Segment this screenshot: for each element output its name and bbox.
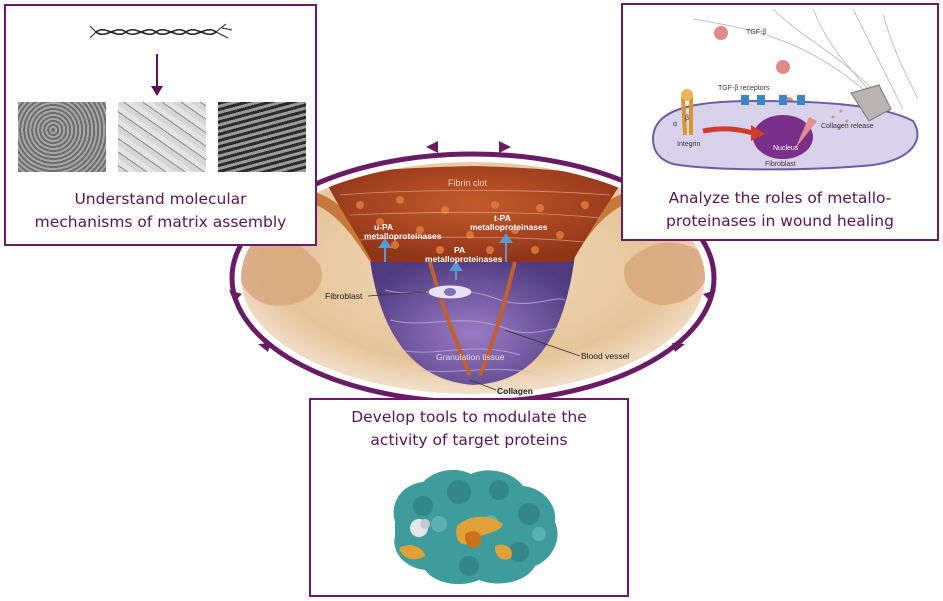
label-pa: PA	[454, 245, 466, 255]
fibroblast-signaling-diagram	[651, 9, 919, 171]
micrograph-2	[118, 102, 206, 172]
label-metallo-3: metalloproteinases	[425, 254, 503, 264]
panel-metalloproteinases: TGF-β TGF-β receptors α β Integrin Nucle…	[621, 3, 939, 241]
protein-surface-model	[393, 469, 558, 585]
label-cell-fibroblast: Fibroblast	[765, 161, 796, 168]
micrograph-3	[218, 102, 306, 172]
caption-line: Understand molecular	[74, 190, 247, 208]
label-tpa: t-PA	[494, 213, 511, 223]
label-collagen-release: Collagen release	[821, 123, 874, 130]
caption-line: Analyze the roles of metallo-	[668, 189, 892, 207]
panel-matrix-assembly: Understand molecular mechanisms of matri…	[4, 4, 317, 246]
caption-line: proteinases in wound healing	[666, 212, 894, 230]
label-tgf-beta: TGF-β	[746, 29, 767, 36]
label-metallo-2: metalloproteinases	[470, 222, 548, 232]
label-blood-vessel: Blood vessel	[581, 351, 630, 361]
label-fibrin-clot: Fibrin clot	[448, 178, 488, 188]
caption-matrix-assembly: Understand molecular mechanisms of matri…	[6, 188, 315, 234]
caption-metalloproteinases: Analyze the roles of metallo- proteinase…	[623, 187, 937, 233]
label-collagen: Collagen	[497, 386, 533, 396]
caption-line: Develop tools to modulate the	[351, 408, 587, 426]
cycle-arrows	[229, 141, 716, 352]
triple-helix-diagram	[89, 23, 233, 39]
label-granulation-tissue: Granulation tissue	[436, 352, 505, 362]
down-arrow-icon	[151, 54, 163, 96]
label-upa: u-PA	[374, 222, 394, 232]
label-tgf-receptors: TGF-β receptors	[718, 85, 770, 92]
label-alpha: α	[673, 121, 678, 128]
label-integrin: Integrin	[677, 141, 701, 148]
micrograph-1	[18, 102, 106, 172]
panel-target-proteins: Develop tools to modulate the activity o…	[309, 398, 629, 597]
caption-line: activity of target proteins	[370, 431, 568, 449]
caption-target-proteins: Develop tools to modulate the activity o…	[311, 406, 627, 452]
label-fibroblast: Fibroblast	[325, 291, 363, 301]
label-nucleus: Nucleus	[773, 145, 799, 152]
label-beta: β	[685, 115, 690, 122]
caption-line: mechanisms of matrix assembly	[34, 213, 287, 231]
label-metallo-1: metalloproteinases	[364, 231, 442, 241]
